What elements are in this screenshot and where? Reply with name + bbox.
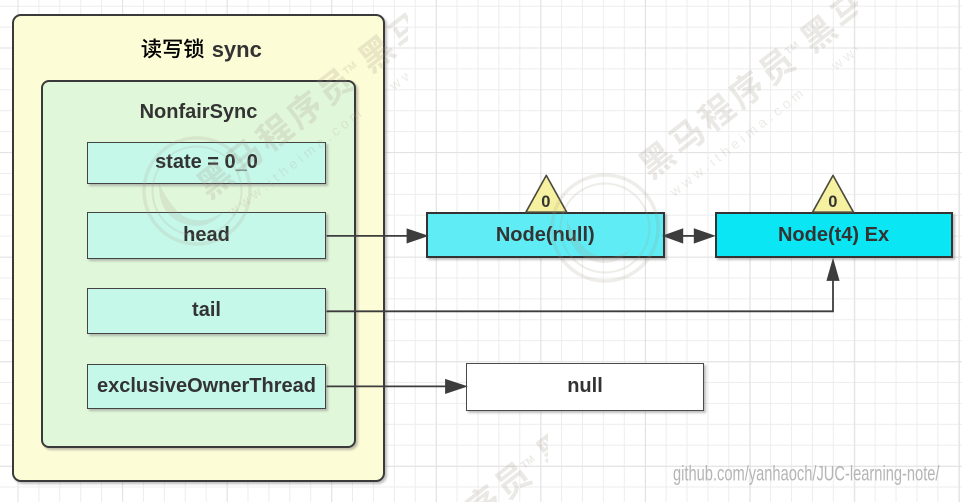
svg-text:sync: sync [212,37,262,62]
svg-text:0: 0 [828,193,837,211]
svg-text:0: 0 [541,193,550,211]
svg-text:github.com/yanhaoch/JUC-learni: github.com/yanhaoch/JUC-learning-note/ [673,463,940,486]
